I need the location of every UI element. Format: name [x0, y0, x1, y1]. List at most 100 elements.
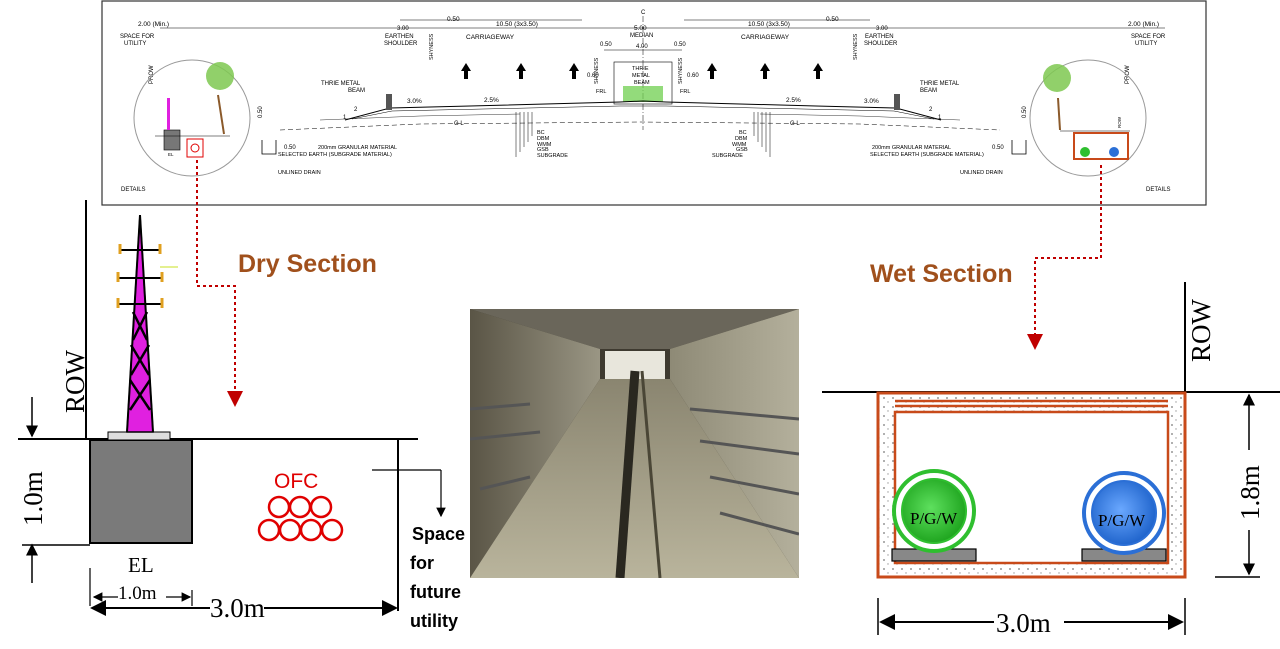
layer-subgrade-right: SUBGRADE	[712, 153, 743, 159]
utility-tunnel-photo	[470, 309, 799, 578]
shoulder-dim-left: 3.00	[397, 26, 409, 32]
tree-left-icon	[206, 62, 234, 90]
layer-wmm-left: WMM	[537, 142, 552, 148]
slope-3: 2	[929, 107, 933, 113]
camber-2: 2.5%	[484, 97, 499, 104]
future-line-3: future	[410, 582, 461, 602]
shyness-dim-1: 0.50	[600, 42, 612, 48]
detail-circle-left	[133, 59, 251, 177]
details-right: DETAILS	[1146, 187, 1171, 193]
shyness-dim-3: 0.60	[587, 73, 599, 79]
dry-section-drawing: ROW 1.0m OFC EL 1.0m 3.0m Space for futu…	[18, 200, 465, 631]
traffic-direction-arrows	[461, 63, 823, 79]
layer-wmm-right: WMM	[732, 142, 747, 148]
shyness-label-4: SHYNESS	[678, 57, 684, 84]
detail-circle-right	[1029, 59, 1147, 177]
thrie-beam-left-1: THRIE METAL	[321, 81, 361, 87]
el-width-label: 1.0m	[118, 583, 157, 604]
granular-left: 200mm GRANULAR MATERIAL	[318, 145, 397, 151]
selected-earth-left: SELECTED EARTH (SUBGRADE MATERIAL)	[278, 152, 392, 158]
space-utility-right-1: SPACE FOR	[1131, 34, 1166, 40]
shyness-label-3: SHYNESS	[594, 57, 600, 84]
dry-total-width-label: 3.0m	[210, 593, 265, 623]
prow-right: PROW	[1125, 65, 1131, 84]
prow-left: PROW	[149, 65, 155, 84]
space-utility-left-1: SPACE FOR	[120, 34, 155, 40]
callout-dry	[196, 160, 243, 407]
slope-4: 1	[938, 115, 942, 121]
dry-depth-label: 1.0m	[18, 471, 48, 526]
space-utility-right-2: UTILITY	[1135, 41, 1157, 47]
layer-gsb-left: GSB	[537, 147, 549, 153]
dim-utility-right: 2.00 (Min.)	[1128, 21, 1159, 28]
layer-subgrade-left: SUBGRADE	[537, 153, 568, 159]
slope-1: 2	[354, 107, 358, 113]
dim-shoulder-gap-left: 0.50	[447, 16, 460, 23]
el-label: EL	[128, 553, 154, 577]
dry-section-title: Dry Section	[238, 250, 377, 278]
offset-3: 0.50	[992, 145, 1004, 151]
median-inner-dim: 4.00	[636, 44, 648, 50]
shyness-label-1: SHYNESS	[429, 33, 435, 60]
camber-1: 3.0%	[407, 98, 422, 105]
shyness-dim-4: 0.60	[687, 73, 699, 79]
tree-right-icon	[1043, 64, 1071, 92]
thrie-beam-right-2: BEAM	[920, 88, 937, 94]
future-line-4: utility	[410, 611, 458, 631]
layer-dbm-right: DBM	[735, 136, 748, 142]
wet-height-label: 1.8m	[1235, 465, 1265, 520]
shoulder-label-left-2: SHOULDER	[384, 41, 418, 47]
callout-wet	[1027, 165, 1102, 350]
dim-carriageway-left: 10.50 (3x3.50)	[496, 21, 538, 28]
road-cross-section: 2.00 (Min.) 0.50 10.50 (3x3.50) 5.00 10.…	[101, 0, 1207, 206]
slope-2: 1	[343, 115, 347, 121]
wet-row-label: ROW	[1186, 298, 1216, 362]
offset-1: 0.50	[284, 145, 296, 151]
dry-row-label: ROW	[60, 349, 90, 413]
wet-width-label: 3.0m	[996, 608, 1051, 638]
shyness-dim-2: 0.50	[674, 42, 686, 48]
median-beam-1: THRIE	[632, 66, 649, 72]
carriageway-left: CARRIAGEWAY	[466, 34, 515, 41]
cross-section-frame	[101, 0, 1207, 206]
shoulder-label-right-1: EARTHEN	[865, 34, 894, 40]
ofc-cables-icon	[257, 495, 344, 542]
offset-2: 0.50	[258, 106, 264, 118]
median-beam-3: BEAM	[634, 80, 650, 86]
dim-median: 5.00	[634, 25, 647, 32]
el-box	[89, 439, 193, 544]
shoulder-label-left-1: EARTHEN	[385, 34, 414, 40]
frl-right: FRL	[680, 89, 690, 95]
shyness-label-2: SHYNESS	[853, 33, 859, 60]
wet-section-drawing: ROW P/G/W P/G/W 1.8m 3.0m	[822, 282, 1280, 638]
thrie-beam-left-2: BEAM	[348, 88, 365, 94]
details-left: DETAILS	[121, 187, 146, 193]
selected-earth-right: SELECTED EARTH (SUBGRADE MATERIAL)	[870, 152, 984, 158]
tiny-row-label: ROW	[1117, 116, 1122, 128]
thrie-beam-right-1: THRIE METAL	[920, 81, 960, 87]
future-line-2: for	[410, 553, 434, 573]
carriageway-right: CARRIAGEWAY	[741, 34, 790, 41]
dim-shoulder-gap-right: 0.50	[826, 16, 839, 23]
frl-left: FRL	[596, 89, 606, 95]
offset-4: 0.50	[1022, 106, 1028, 118]
layer-bc-left: BC	[537, 130, 545, 136]
dim-carriageway-right: 10.50 (3x3.50)	[748, 21, 790, 28]
median-label: MEDIAN	[630, 33, 653, 39]
granular-right: 200mm GRANULAR MATERIAL	[872, 145, 951, 151]
layer-bc-right: BC	[739, 130, 747, 136]
transmission-tower-icon	[107, 214, 178, 441]
centerline-mark: C	[641, 10, 646, 16]
wet-section-title: Wet Section	[870, 260, 1013, 288]
median-beam-2: METAL	[632, 73, 650, 79]
median-plants	[623, 86, 663, 102]
layer-gsb-right: GSB	[736, 147, 748, 153]
unlined-drain-left: UNLINED DRAIN	[278, 170, 321, 176]
layer-dbm-left: DBM	[537, 136, 550, 142]
future-line-1: Space	[412, 524, 465, 544]
camber-3: 2.5%	[786, 97, 801, 104]
pgw-left-label: P/G/W	[910, 509, 958, 528]
dim-utility-left: 2.00 (Min.)	[138, 21, 169, 28]
shoulder-label-right-2: SHOULDER	[864, 41, 898, 47]
